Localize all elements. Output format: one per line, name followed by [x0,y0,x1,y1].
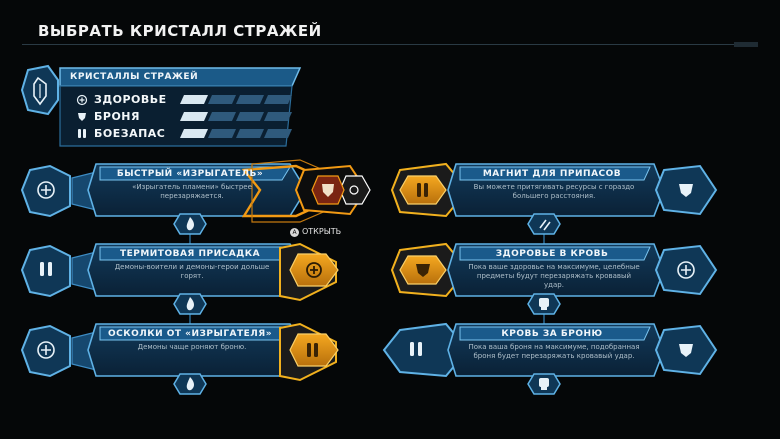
left-card-1-title[interactable]: БЫСТРЫЙ «ИЗРЫГАТЕЛЬ» [116,169,264,179]
left-card-2-frame [20,242,339,315]
title-divider [22,42,758,47]
left-card-3-desc: Демоны чаще роняют броню. [137,343,247,351]
guardian-crystal-icon [33,76,47,106]
armor-shield-icon [416,264,430,277]
ammo-icon [417,183,428,197]
summary-title: КРИСТАЛЛЫ СТРАЖЕЙ [70,72,199,82]
stat-bar-armor [180,112,292,121]
ammo-icon [307,343,318,357]
health-cross-icon [677,261,695,279]
health-cross-icon [37,341,55,359]
right-card-1-desc: Вы можете притягивать ресурсы с гораздо … [473,183,635,200]
left-card-1-desc: «Изрыгатель пламени» быстрее перезаряжае… [132,183,252,200]
stat-label-ammo: БОЕЗАПАС [94,127,166,140]
open-prompt-label: ОТКРЫТЬ [302,227,342,236]
blood-punch-icon [539,378,549,390]
right-card-3-desc: Пока ваша броня на максимуме, подобранна… [468,343,640,360]
armor-shield-icon [679,184,693,197]
ammo-icon [78,129,86,138]
ammo-icon [410,342,422,356]
left-card-2-desc: Демоны-воители и демоны-герои дольше гор… [114,263,270,280]
gamepad-a-button-icon: A [290,228,299,237]
flame-icon [186,377,194,391]
right-card-1-title[interactable]: МАГНИТ ДЛЯ ПРИПАСОВ [482,169,622,179]
stat-label-health: ЗДОРОВЬЕ [94,93,167,106]
armor-shield-icon [679,344,693,357]
right-card-3-title[interactable]: КРОВЬ ЗА БРОНЮ [501,329,603,339]
left-card-3-title[interactable]: ОСКОЛКИ ОТ «ИЗРЫГАТЕЛЯ» [107,329,273,339]
summary-panel [20,64,302,147]
flame-icon [186,217,194,231]
right-card-2-desc: Пока ваше здоровье на максимуме, целебны… [468,263,640,289]
stat-bar-ammo [180,129,292,138]
blood-punch-icon [539,298,549,310]
left-card-2-title[interactable]: ТЕРМИТОВАЯ ПРИСАДКА [119,249,261,259]
right-card-2-title[interactable]: ЗДОРОВЬЕ В КРОВЬ [495,249,609,259]
stat-bar-health [180,95,292,104]
page-title: ВЫБРАТЬ КРИСТАЛЛ СТРАЖЕЙ [38,22,322,40]
armor-shield-icon [78,113,86,121]
flame-icon [186,297,194,311]
health-cross-icon [306,262,322,278]
health-cross-icon [37,181,55,199]
stat-label-armor: БРОНЯ [94,110,140,123]
health-cross-icon [76,94,88,106]
magnet-icon [539,219,551,231]
ammo-icon [40,262,52,276]
